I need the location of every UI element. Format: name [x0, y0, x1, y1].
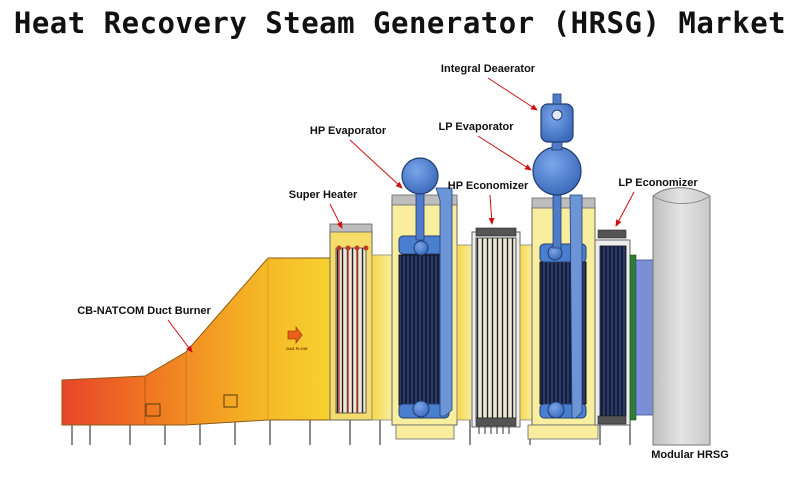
arrow-duct-burner [167, 319, 193, 353]
label-super-heater: Super Heater [289, 189, 358, 201]
label-hp-economizer: HP Economizer [448, 180, 529, 192]
label-lp-economizer: LP Economizer [618, 177, 698, 189]
arrow-hp-economizer [488, 194, 495, 225]
exhaust-stack [652, 187, 711, 446]
gas-flow-label: GAS FLOW [286, 346, 308, 351]
labels: Integral Deaerator HP Evaporator LP Evap… [77, 63, 729, 461]
super-heater-module [329, 223, 373, 421]
inlet-duct: GAS FLOW [61, 257, 331, 426]
arrow-lp-economizer [615, 191, 635, 227]
hp-evaporator-module [371, 157, 458, 440]
arrow-lp-evaporator [477, 135, 532, 171]
arrow-hp-evaporator [349, 139, 403, 189]
page-title: Heat Recovery Steam Generator (HRSG) Mar… [13, 6, 787, 40]
label-integral-deaerator: Integral Deaerator [441, 63, 536, 75]
arrow-super-heater [329, 203, 343, 229]
label-lp-evaporator: LP Evaporator [439, 121, 515, 133]
arrow-integral-deaerator [487, 77, 538, 111]
lp-economizer-module [594, 229, 657, 426]
label-hp-evaporator: HP Evaporator [310, 125, 387, 137]
hp-economizer-module [456, 227, 521, 434]
label-modular-hrsg: Modular HRSG [651, 449, 729, 461]
lp-evaporator-module [519, 93, 599, 440]
label-duct-burner: CB-NATCOM Duct Burner [77, 305, 211, 317]
